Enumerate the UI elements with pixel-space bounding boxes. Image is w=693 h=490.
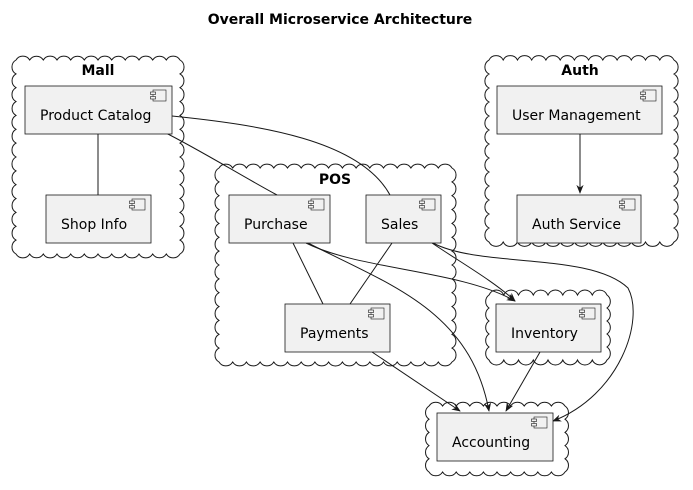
payments-component: Payments	[284, 303, 391, 353]
component-icon	[640, 89, 657, 102]
component-icon	[368, 307, 385, 320]
inventory-component: Inventory	[495, 303, 602, 353]
mall-cloud-label: Mall	[82, 63, 115, 79]
product-catalog-label: Product Catalog	[40, 108, 151, 124]
edge-inventory-accounting	[505, 351, 541, 412]
component-icon	[579, 307, 596, 320]
component-icon	[308, 198, 325, 211]
diagram-title: Overall Microservice Architecture	[208, 12, 473, 28]
component-icon	[619, 198, 636, 211]
purchase-component: Purchase	[228, 194, 331, 244]
pos-cloud-label: POS	[319, 172, 351, 188]
user-management-label: User Management	[512, 108, 641, 124]
component-icon	[129, 198, 146, 211]
edge-payments-accounting	[371, 351, 461, 412]
auth-service-label: Auth Service	[532, 217, 621, 233]
shop-info-box	[45, 194, 152, 244]
edge-purchase-inventory	[305, 242, 516, 302]
product-catalog-box	[24, 85, 173, 135]
edge-purchase-accounting	[307, 242, 492, 412]
shop-info-label: Shop Info	[61, 217, 127, 233]
edge-catalog-purchase	[161, 130, 278, 196]
edge-catalog-sales	[171, 115, 391, 196]
shop-info-component: Shop Info	[45, 194, 152, 244]
accounting-box	[436, 412, 554, 462]
relations	[97, 115, 634, 422]
component-icon	[531, 416, 548, 429]
component-icon	[150, 89, 167, 102]
auth-cloud-label: Auth	[561, 63, 598, 79]
sales-component: Sales	[365, 194, 442, 244]
sales-label: Sales	[381, 217, 418, 233]
edge-sales-payments	[349, 242, 393, 305]
purchase-label: Purchase	[244, 217, 308, 233]
payments-label: Payments	[300, 326, 369, 342]
user-management-component: User Management	[496, 85, 663, 135]
edge-sales-accounting	[432, 242, 634, 422]
auth-service-component: Auth Service	[516, 194, 642, 244]
component-icon	[419, 198, 436, 211]
edge-sales-inventory	[431, 242, 516, 302]
inventory-label: Inventory	[511, 326, 578, 342]
product-catalog-component: Product Catalog	[24, 85, 173, 135]
accounting-component: Accounting	[436, 412, 554, 462]
accounting-label: Accounting	[452, 435, 530, 451]
user-management-box	[496, 85, 663, 135]
edge-purchase-payments	[292, 242, 324, 305]
